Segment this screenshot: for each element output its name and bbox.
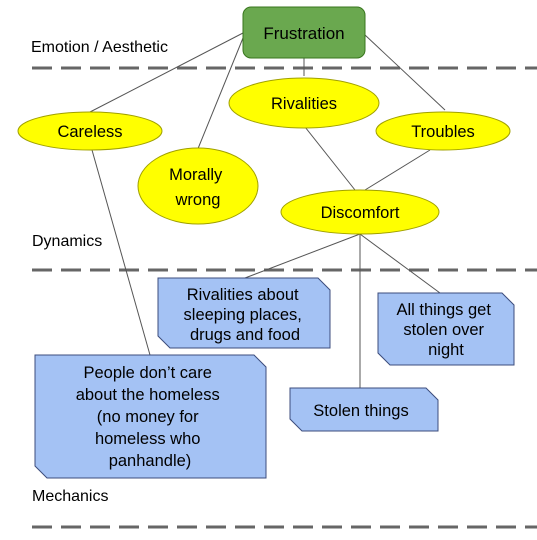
layer-label-dynamics: Dynamics [32,233,102,250]
people-dont-care-line-4: homeless who [95,430,200,448]
morally-wrong-line-2: wrong [175,191,221,209]
connector-rivalities-discomfort [304,126,356,191]
node-morally-wrong: Morally wrong [137,147,259,225]
node-frustration: Frustration [242,6,366,59]
connector-frustration-careless [89,32,244,113]
careless-ellipse [17,111,163,151]
morally-wrong-line-1: Morally [169,166,223,184]
people-dont-care-line-1: People don’t care [83,364,211,382]
node-rivalities-about: Rivalities about sleeping places, drugs … [157,277,331,349]
node-rivalities: Rivalities [228,77,380,129]
people-dont-care-note [34,354,267,479]
node-discomfort: Discomfort [280,189,440,235]
layer-label-emotion: Emotion / Aesthetic [31,39,168,56]
connector-troubles-discomfort [364,149,431,191]
all-things-stolen-line-1: All things get [396,301,491,319]
careless-label: Careless [57,123,122,141]
connector-careless-people [91,149,151,356]
rivalities-about-note [157,277,331,349]
node-people-dont-care: People don’t care about the homeless (no… [34,354,267,479]
people-dont-care-line-2: about the homeless [76,386,220,404]
people-dont-care-line-5: panhandle) [109,452,192,470]
all-things-stolen-line-2: stolen over [403,321,484,339]
troubles-label: Troubles [411,123,475,141]
node-stolen-things: Stolen things [289,387,439,432]
people-dont-care-line-3: (no money for [97,408,199,426]
connector-frustration-morally-wrong [194,37,244,157]
connector-frustration-troubles [364,34,446,111]
discomfort-label: Discomfort [321,204,400,222]
rivalities-label: Rivalities [271,95,337,113]
rivalities-about-line-2: sleeping places, [184,306,302,324]
node-troubles: Troubles [375,111,511,151]
node-all-things-stolen: All things get stolen over night [377,292,515,366]
troubles-ellipse [375,111,511,151]
frustration-box [242,6,366,59]
connector-discomfort-rivalities-about [244,233,361,279]
rivalities-about-line-3: drugs and food [190,326,300,344]
all-things-stolen-line-3: night [428,341,464,359]
rivalities-about-label: Rivalities about sleeping places, drugs … [184,286,307,344]
rivalities-about-line-1: Rivalities about [187,286,299,304]
connectors [89,32,446,388]
rivalities-ellipse [228,77,380,129]
layer-dividers [32,66,537,529]
morally-wrong-ellipse [137,147,259,225]
stolen-things-label: Stolen things [313,402,408,420]
discomfort-ellipse [280,189,440,235]
frustration-label: Frustration [263,24,344,43]
layer-label-mechanics: Mechanics [32,488,108,505]
stolen-things-note [289,387,439,432]
people-dont-care-label: People don’t care about the homeless (no… [76,364,225,470]
all-things-stolen-note [377,292,515,366]
node-careless: Careless [17,111,163,151]
morally-wrong-label: Morally wrong [169,166,227,209]
connector-discomfort-all-things [359,233,441,294]
all-things-stolen-label: All things get stolen over night [396,301,495,359]
